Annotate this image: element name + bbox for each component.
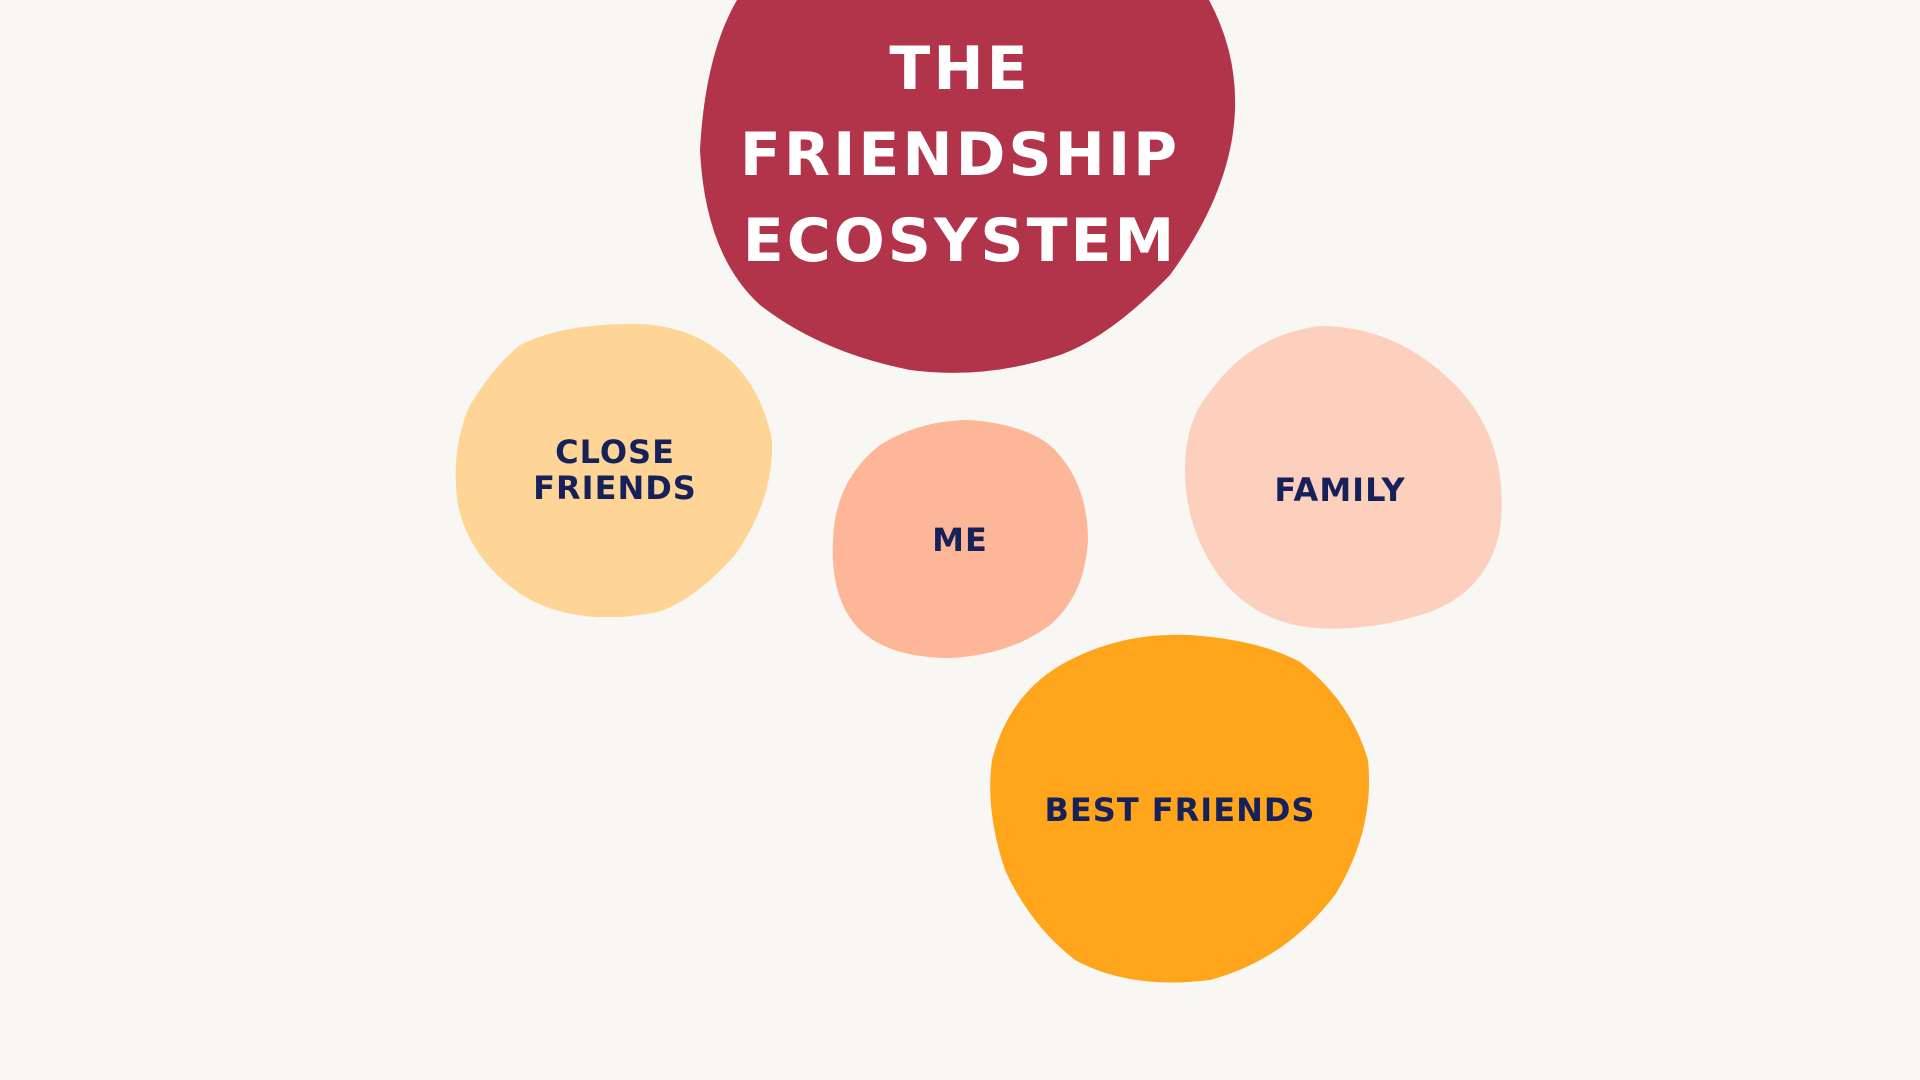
title-blob — [700, 0, 1236, 373]
me-blob — [832, 420, 1088, 658]
family-blob — [1185, 326, 1502, 629]
best-friends-blob — [990, 634, 1370, 983]
close-friends-blob — [455, 323, 773, 618]
